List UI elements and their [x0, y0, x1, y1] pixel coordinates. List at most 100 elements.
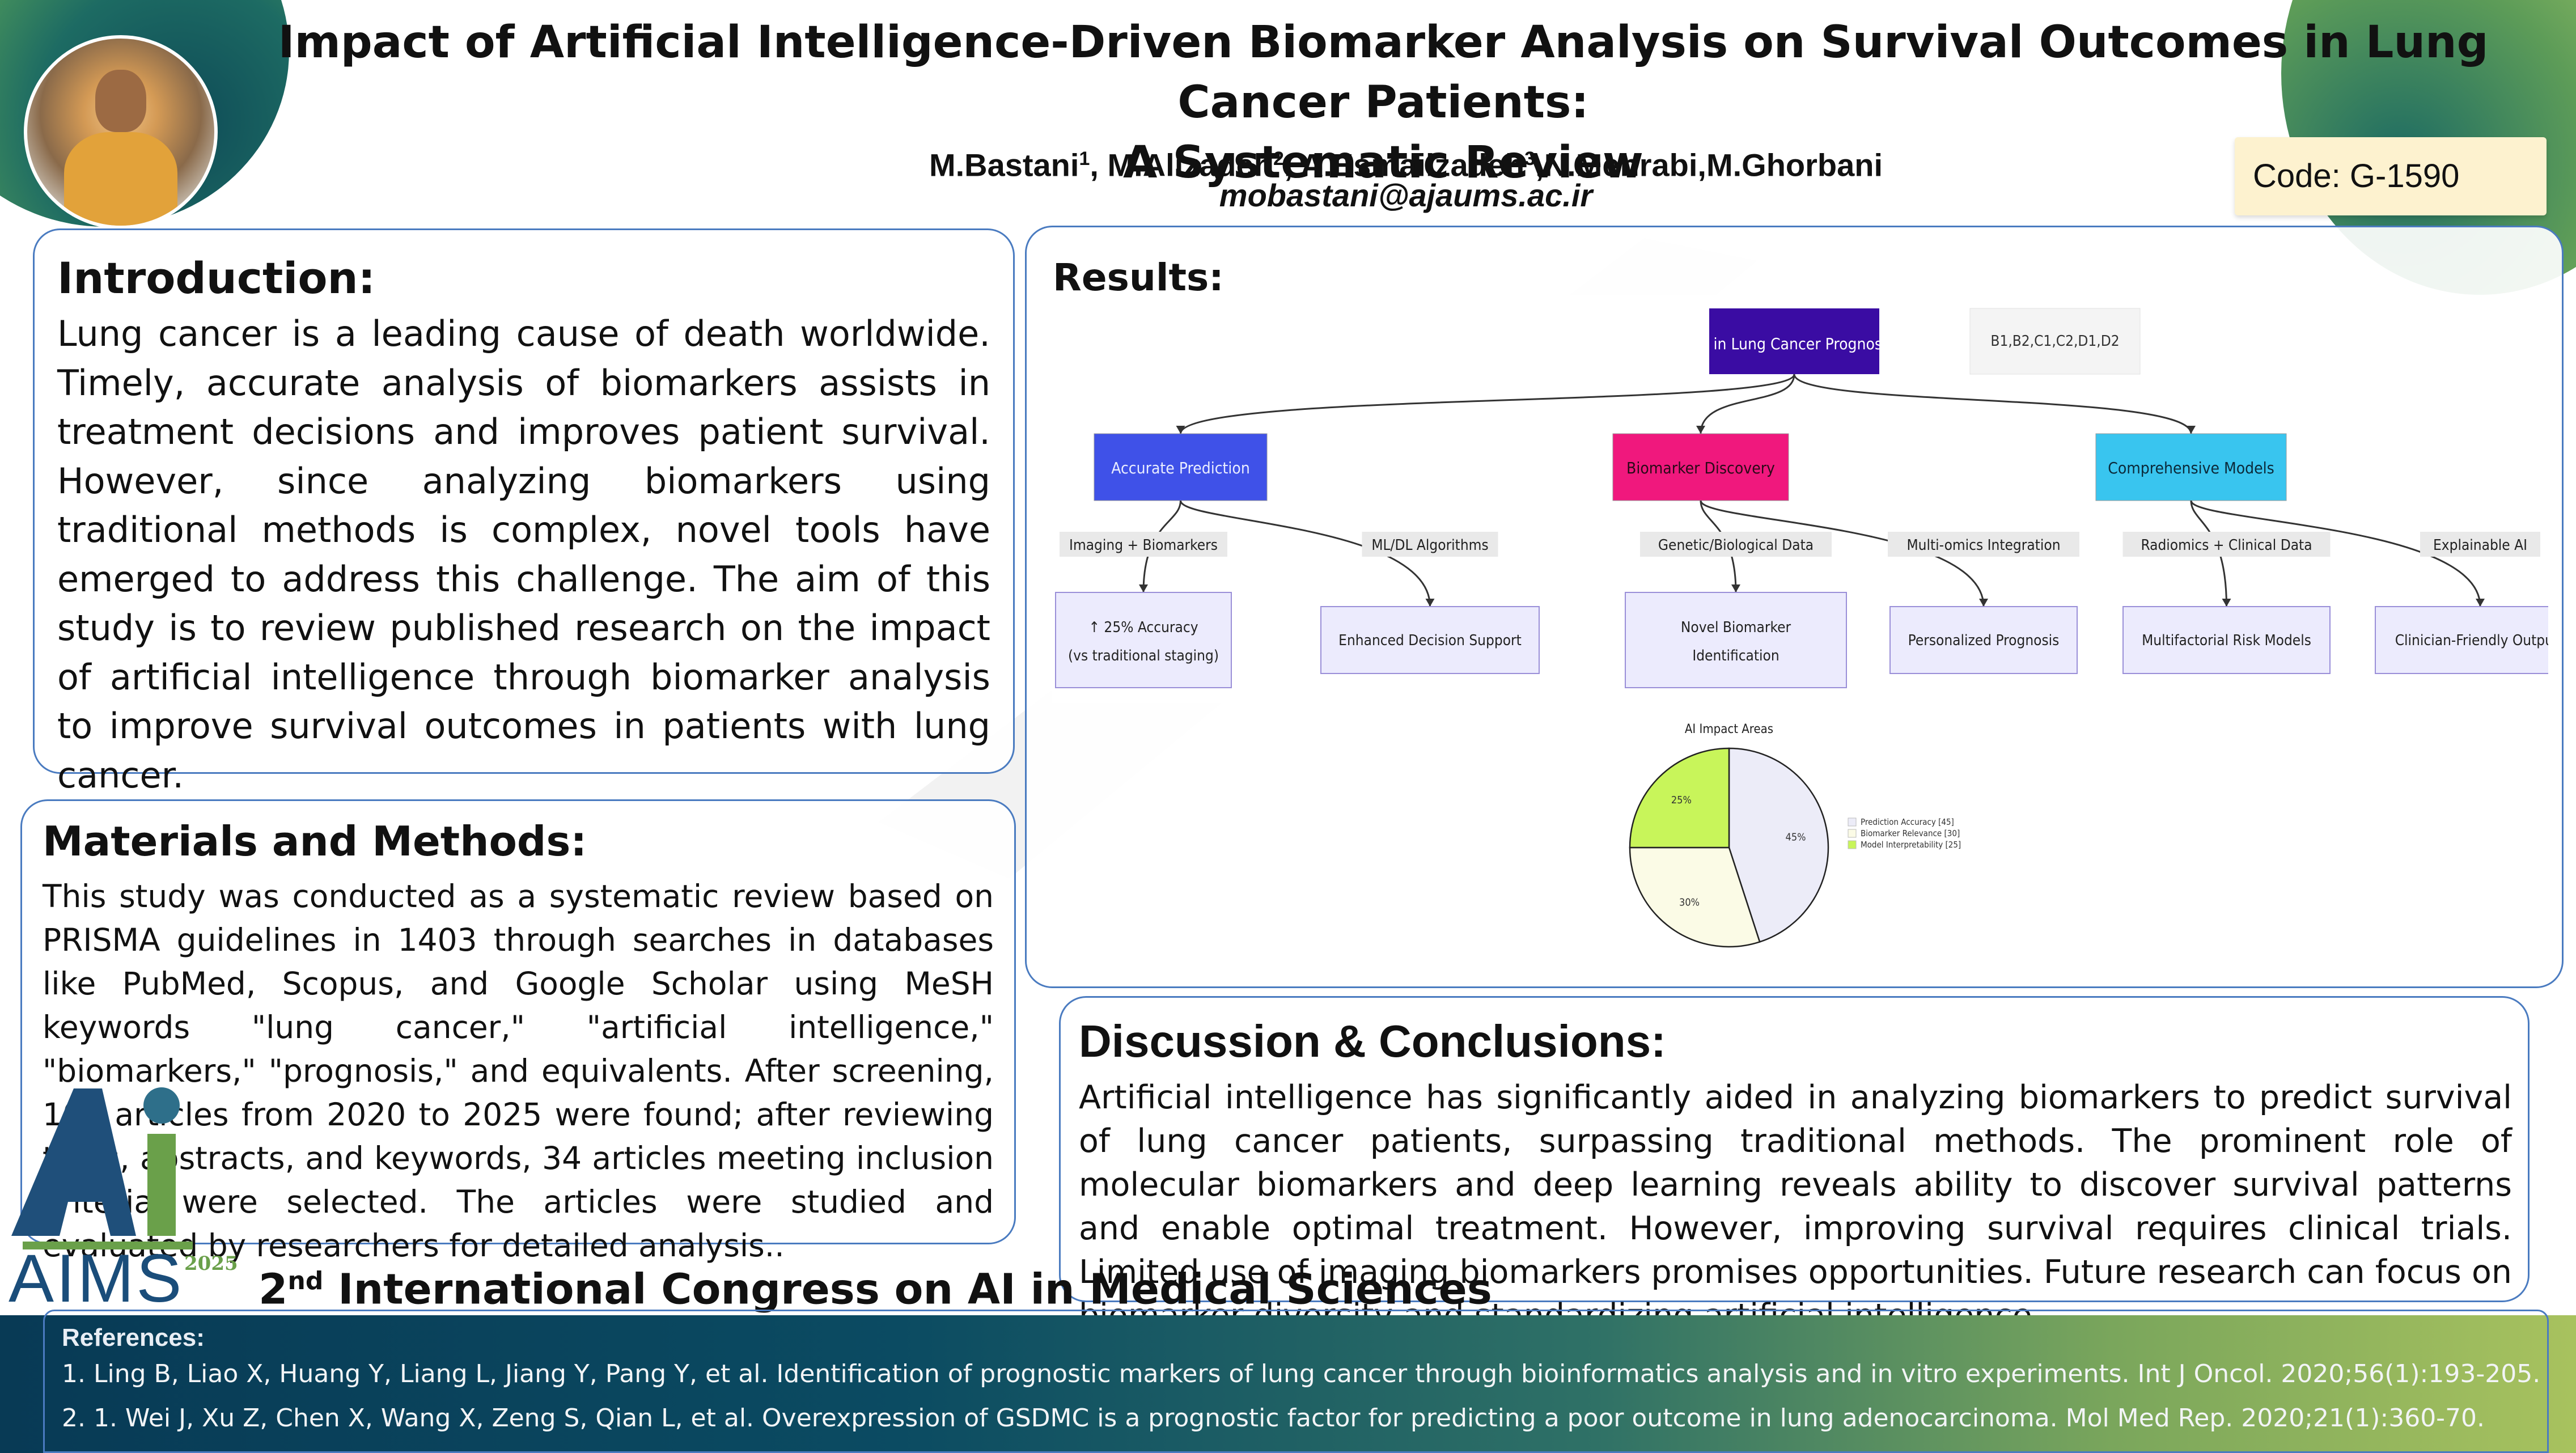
- diagram-edge: [1142, 500, 1181, 593]
- author-affiliation: 1: [1079, 148, 1090, 170]
- pie-legend-label: Model Interpretability [25]: [1861, 840, 1961, 850]
- congress-name: 2nd International Congress on AI in Medi…: [259, 1256, 1492, 1315]
- pie-slice-label: 25%: [1671, 794, 1692, 806]
- poster-code-badge: Code: G-1590: [2235, 137, 2547, 215]
- diagram-leaf-label: ↑ 25% Accuracy: [1088, 619, 1198, 636]
- diagram-leaf-label: Identification: [1692, 647, 1779, 664]
- pie-slice-label: 30%: [1679, 896, 1700, 908]
- diagram-branch-label: Biomarker Discovery: [1626, 459, 1775, 477]
- author-photo: [24, 35, 218, 229]
- pie-slice: [1728, 747, 1829, 943]
- methods-heading: Materials and Methods:: [43, 817, 587, 865]
- diagram-edge: [1793, 374, 2192, 434]
- poster-title-line1: Impact of Artificial Intelligence-Driven…: [278, 17, 2489, 128]
- diagram-note: [1969, 308, 2141, 375]
- pie-legend-label: Biomarker Relevance [30]: [1861, 828, 1960, 838]
- diagram-leaf-label: Enhanced Decision Support: [1338, 632, 1522, 649]
- diagram-edge: [1700, 500, 1737, 593]
- pie-slice-label: 45%: [1786, 831, 1806, 843]
- ai-impact-pie-chart: AI Impact Areas 45% 30% 25% Prediction Accur…: [1587, 711, 2041, 961]
- author-name: M.Bastani: [929, 147, 1079, 183]
- diagram-edge: [2190, 500, 2227, 607]
- diagram-leaf-label: Clinician-Friendly Outputs: [2395, 632, 2548, 649]
- diagram-leaf-node: [1625, 592, 1847, 688]
- poster-title-line2: A Systematic Review: [1123, 137, 1643, 188]
- discussion-heading: Discussion & Conclusions:: [1079, 1016, 1666, 1066]
- footer-band: [0, 1315, 2576, 1453]
- author-email: mobastani@ajaums.ac.ir: [1219, 177, 1593, 213]
- diagram-edge-label-bg: [1060, 532, 1227, 557]
- diagram-root-label: AI in Lung Cancer Prognosis: [1695, 334, 1893, 353]
- diagram-leaf-node: [1889, 606, 2078, 674]
- diagram-leaf-node: [2375, 606, 2548, 674]
- pie-legend-swatch: [1848, 817, 1857, 827]
- discussion-panel: Discussion & Conclusions: Artificial int…: [1059, 996, 2530, 1335]
- references-box: References: 1. Ling B, Liao X, Huang Y, …: [43, 1310, 2549, 1453]
- diagram-leaf-label: (vs traditional staging): [1068, 647, 1219, 664]
- author-name: A.Esmailzadeh: [1300, 147, 1525, 183]
- diagram-branch-label: Comprehensive Models: [2108, 459, 2274, 477]
- pie-slice: [1629, 747, 1730, 849]
- pie-legend-swatch: [1848, 829, 1857, 838]
- results-heading: Results:: [1053, 256, 1224, 299]
- diagram-note-label: B1,B2,C1,C2,D1,D2: [1990, 333, 2119, 350]
- diagram-arrowhead: [2187, 426, 2196, 434]
- diagram-edge: [2190, 500, 2481, 607]
- references-heading: References:: [62, 1324, 205, 1352]
- diagram-edge-label: Imaging + Biomarkers: [1069, 537, 1218, 554]
- diagram-leaf-label: Novel Biomarker: [1681, 619, 1791, 636]
- diagram-edge-label-bg: [2420, 532, 2540, 557]
- diagram-edge: [1700, 500, 1985, 607]
- discussion-text: Artificial intelligence has significantl…: [1079, 1079, 2512, 1335]
- diagram-edge-label-bg: [1640, 532, 1832, 557]
- diagram-arrowhead: [2476, 599, 2485, 607]
- diagram-edge-label: ML/DL Algorithms: [1371, 537, 1488, 554]
- diagram-branch-node: [1612, 433, 1789, 501]
- diagram-edge-label-bg: [1888, 532, 2079, 557]
- diagram-arrowhead: [1696, 426, 1705, 434]
- diagram-edge-label: Genetic/Biological Data: [1658, 537, 1814, 554]
- congress-title: International Congress on AI in Medical …: [323, 1265, 1492, 1314]
- author-affiliation: 2: [1273, 148, 1284, 170]
- diagram-arrowhead: [1139, 584, 1148, 592]
- diagram-edge-label: Multi-omics Integration: [1906, 537, 2060, 554]
- diagram-arrowhead: [1425, 599, 1435, 607]
- diagram-leaf-node: [1320, 606, 1540, 674]
- introduction-heading: Introduction:: [57, 253, 376, 303]
- pie-legend-swatch: [1848, 840, 1857, 849]
- author-affiliation: 3: [1524, 148, 1536, 170]
- ai-congress-logo: 2025: [11, 1087, 238, 1275]
- diagram-branch-label: Accurate Prediction: [1111, 459, 1250, 477]
- diagram-edge-label-bg: [1362, 532, 1498, 557]
- reference-item: 2. 1. Wei J, Xu Z, Chen X, Wang X, Zeng …: [62, 1404, 2485, 1433]
- diagram-edge-label-bg: [2122, 532, 2331, 557]
- diagram-edge: [1700, 374, 1795, 434]
- diagram-leaf-node: [2122, 606, 2331, 674]
- diagram-edge: [1180, 500, 1431, 607]
- introduction-text: Lung cancer is a leading cause of death …: [57, 313, 990, 796]
- pie-legend-label: Prediction Accuracy [45]: [1861, 817, 1954, 827]
- diagram-arrowhead: [2222, 599, 2231, 607]
- diagram-branch-node: [1094, 433, 1268, 501]
- diagram-edge-label: Explainable AI: [2433, 537, 2527, 554]
- methods-panel: Materials and Methods: This study was co…: [20, 799, 1016, 1264]
- logo-year: 2025: [184, 1252, 238, 1275]
- diagram-leaf-label: Multifactorial Risk Models: [2142, 632, 2311, 649]
- author-name: M.Alizadeh: [1107, 147, 1273, 183]
- pie-title: AI Impact Areas: [1685, 722, 1773, 736]
- poster-title: Impact of Artificial Intelligence-Driven…: [193, 12, 2574, 193]
- reference-item: 1. Ling B, Liao X, Huang Y, Liang L, Jia…: [62, 1359, 2541, 1388]
- methods-text: This study was conducted as a systematic…: [43, 878, 994, 1264]
- pie-slice: [1629, 846, 1761, 948]
- diagram-root-node: [1709, 308, 1879, 374]
- diagram-edge-label: Radiomics + Clinical Data: [2141, 537, 2312, 554]
- introduction-panel: Introduction: Lung cancer is a leading c…: [33, 228, 1015, 796]
- author-names-rest: N.Mehrabi,M.Ghorbani: [1544, 147, 1883, 183]
- diagram-arrowhead: [1731, 584, 1740, 592]
- diagram-leaf-node: [1055, 592, 1232, 688]
- diagram-leaf-label: Personalized Prognosis: [1908, 632, 2060, 649]
- diagram-edge: [1180, 374, 1795, 434]
- author-list: M.Bastani1, M.Alizadeh2, A.Esmailzadeh3,…: [929, 147, 1883, 183]
- results-flow-diagram: AI in Lung Cancer Prognosis B1,B2,C1,C2,D…: [1052, 295, 2548, 703]
- congress-ordinal: nd: [287, 1266, 324, 1295]
